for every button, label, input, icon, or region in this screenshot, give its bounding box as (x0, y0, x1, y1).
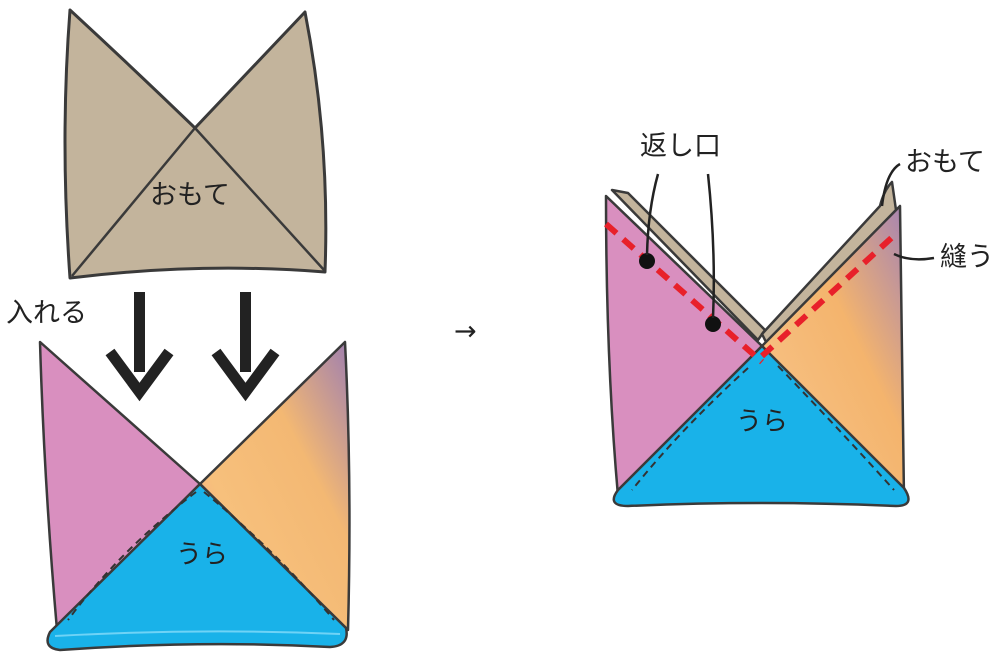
down-arrow-left (105, 292, 174, 402)
down-arrow-right (211, 292, 280, 402)
nuu-label: 縫う (940, 242, 994, 273)
blue-edge-highlight (54, 630, 341, 637)
ura-pouch-left: うら (38, 340, 351, 652)
leader-line-omote (880, 162, 901, 207)
leader-line-nuu (893, 252, 935, 261)
sew-line-right (759, 229, 901, 359)
blue-triangle (46, 482, 348, 652)
right-arrow: → (454, 316, 477, 347)
beige-pouch-body (63, 8, 328, 280)
ura-label-right: うら (736, 407, 788, 437)
dashed-stitch-right-pouch-2 (777, 365, 895, 491)
leader-line-1 (645, 173, 660, 256)
dashed-stitch-left (67, 491, 197, 621)
beige-fold-line-2 (194, 127, 325, 271)
opening-dot-1 (639, 253, 655, 269)
kaeshiguchi-label: 返し口 (640, 131, 721, 162)
ura-label-left: うら (176, 540, 228, 570)
omote-label-right: おもて (905, 147, 985, 178)
ireru-label: 入れる (6, 298, 87, 329)
dashed-stitch-right (203, 491, 335, 621)
opening-dot-2 (705, 316, 721, 332)
gradient-triangle (198, 340, 351, 632)
omote-pouch-top: おもて (63, 8, 328, 280)
insert-arrows: 入れる (6, 292, 280, 402)
leader-line-2 (706, 173, 716, 319)
combined-pouch-right: うら (604, 162, 935, 508)
blue-panel-bottom (612, 344, 910, 508)
pink-triangle (38, 340, 202, 632)
sew-line-left (604, 221, 764, 365)
dashed-stitch-right-pouch (631, 367, 749, 491)
omote-label-top: おもて (150, 180, 230, 211)
pink-panel-left (604, 194, 764, 498)
beige-fold-line-1 (71, 127, 196, 277)
